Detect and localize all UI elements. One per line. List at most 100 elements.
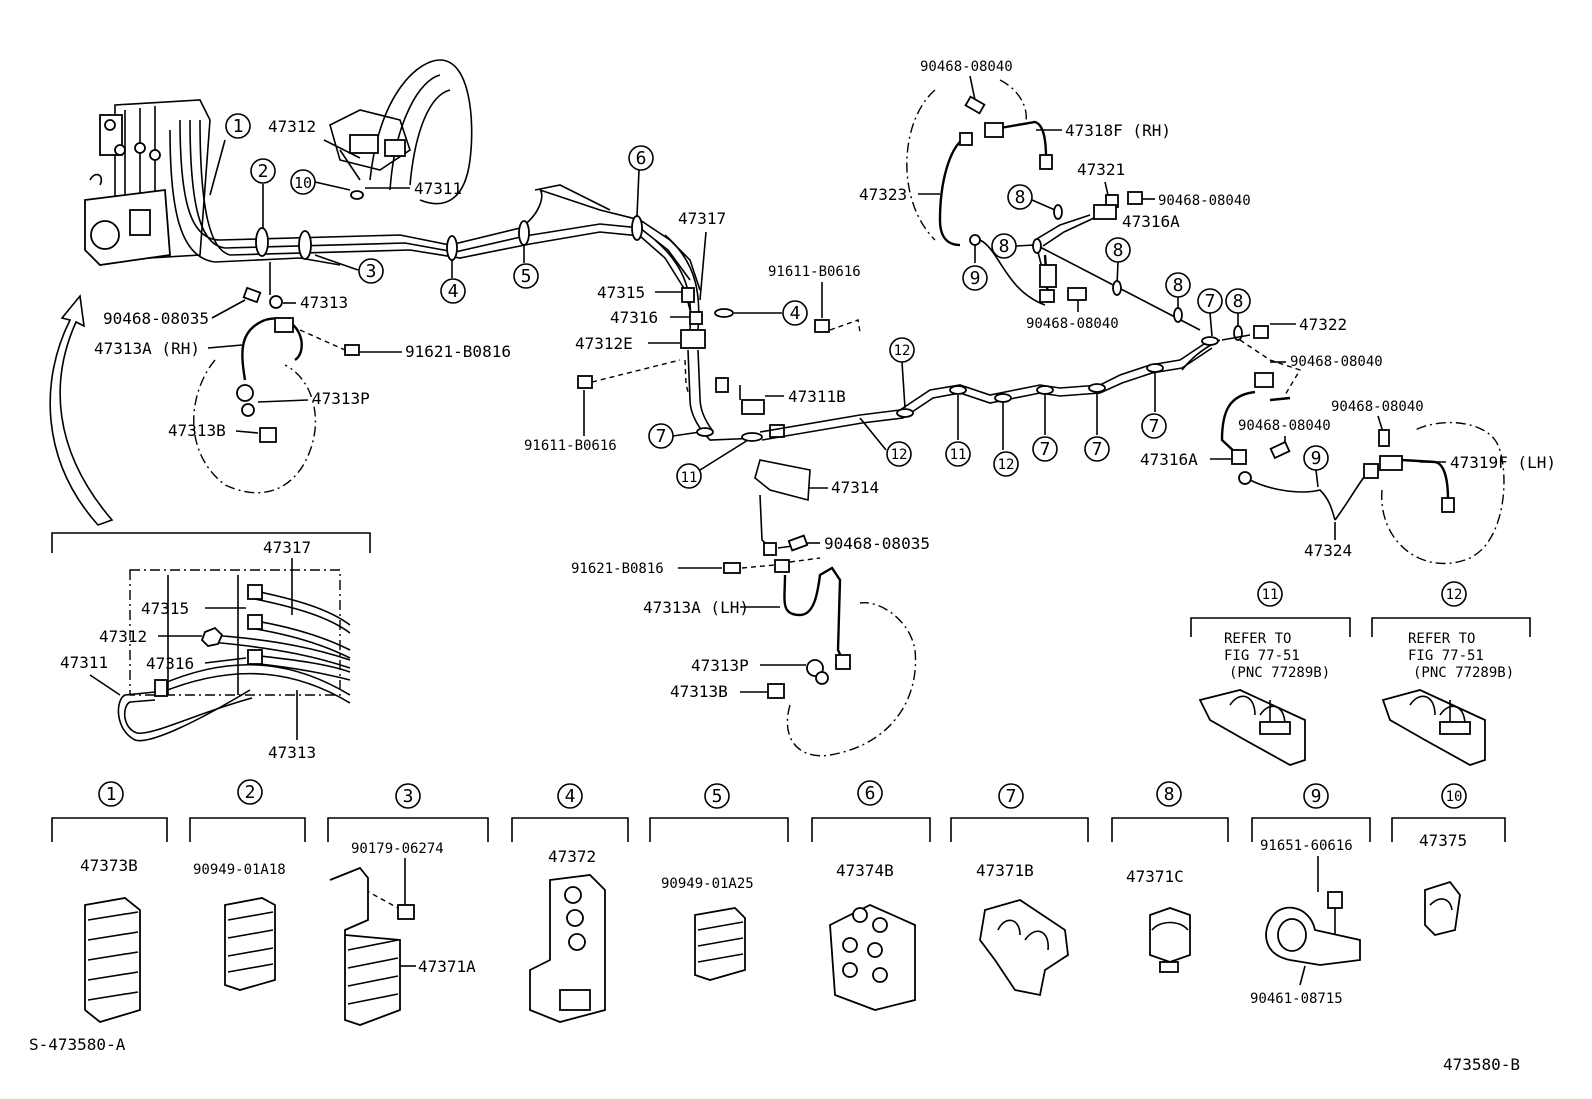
svg-text:90461-08715: 90461-08715 bbox=[1250, 991, 1343, 1007]
svg-text:90949-01A18: 90949-01A18 bbox=[193, 862, 286, 878]
svg-text:90468-08040: 90468-08040 bbox=[1238, 418, 1331, 434]
svg-text:6: 6 bbox=[636, 148, 647, 169]
refer-box-12: 12 REFER TO FIG 77-51 (PNC 77289B) bbox=[1371, 581, 1531, 766]
svg-text:FIG 77-51: FIG 77-51 bbox=[1224, 648, 1300, 664]
callout-12b: 12 bbox=[859, 417, 912, 467]
svg-text:90468-08035: 90468-08035 bbox=[824, 534, 930, 553]
callout-10: 10 bbox=[290, 169, 364, 200]
svg-text:90949-01A25: 90949-01A25 bbox=[661, 876, 754, 892]
svg-text:47322: 47322 bbox=[1299, 315, 1347, 334]
svg-text:47311B: 47311B bbox=[788, 387, 846, 406]
refer-box-11: 11 REFER TO FIG 77-51 (PNC 77289B) bbox=[1190, 581, 1351, 766]
svg-text:12: 12 bbox=[998, 457, 1015, 473]
diagram-code-right: 473580-B bbox=[1443, 1055, 1520, 1074]
svg-text:47313P: 47313P bbox=[312, 389, 370, 408]
svg-text:47371A: 47371A bbox=[418, 957, 476, 976]
svg-text:47312E: 47312E bbox=[575, 334, 633, 353]
svg-text:47324: 47324 bbox=[1304, 541, 1352, 560]
callout-4a: 4 bbox=[440, 235, 466, 304]
center-parts: 47317 47315 47316 4 91611-B0616 47312E 4… bbox=[524, 209, 930, 757]
legend-4: 4 47372 bbox=[511, 783, 629, 1023]
svg-text:9: 9 bbox=[1311, 448, 1322, 469]
svg-text:10: 10 bbox=[1446, 789, 1463, 805]
svg-text:2: 2 bbox=[245, 782, 256, 803]
svg-text:47315: 47315 bbox=[141, 599, 189, 618]
svg-text:(PNC 77289B): (PNC 77289B) bbox=[1413, 665, 1514, 681]
svg-text:90468-08035: 90468-08035 bbox=[103, 309, 209, 328]
svg-text:47373B: 47373B bbox=[80, 856, 138, 875]
svg-text:11: 11 bbox=[950, 447, 967, 463]
svg-text:47313A (RH): 47313A (RH) bbox=[94, 339, 200, 358]
svg-text:47314: 47314 bbox=[831, 478, 879, 497]
label-47311: 47311 bbox=[414, 179, 462, 198]
front-brake-tube-bundle bbox=[169, 119, 701, 311]
svg-text:3: 3 bbox=[403, 786, 414, 807]
svg-text:47318F (RH): 47318F (RH) bbox=[1065, 121, 1171, 140]
svg-text:47371C: 47371C bbox=[1126, 867, 1184, 886]
brake-booster-drawing bbox=[329, 59, 473, 205]
callout-5: 5 bbox=[513, 220, 539, 289]
svg-text:12: 12 bbox=[891, 447, 908, 463]
callout-3: 3 bbox=[298, 230, 384, 284]
svg-text:6: 6 bbox=[865, 783, 876, 804]
svg-text:47317: 47317 bbox=[263, 538, 311, 557]
svg-text:91621-B0816: 91621-B0816 bbox=[405, 342, 511, 361]
svg-text:47316: 47316 bbox=[146, 654, 194, 673]
callout-2: 2 bbox=[250, 158, 276, 257]
svg-text:8: 8 bbox=[1164, 784, 1175, 805]
svg-text:11: 11 bbox=[1262, 587, 1279, 603]
svg-text:REFER TO: REFER TO bbox=[1408, 631, 1475, 647]
svg-text:90468-08040: 90468-08040 bbox=[1290, 354, 1383, 370]
svg-text:47317: 47317 bbox=[678, 209, 726, 228]
svg-text:10: 10 bbox=[294, 174, 312, 192]
svg-text:47313B: 47313B bbox=[670, 682, 728, 701]
svg-text:FIG 77-51: FIG 77-51 bbox=[1408, 648, 1484, 664]
svg-text:11: 11 bbox=[681, 470, 698, 486]
svg-text:3: 3 bbox=[366, 261, 377, 282]
callout-7b: 7 bbox=[1084, 392, 1110, 462]
abs-actuator-drawing bbox=[84, 99, 211, 266]
svg-text:47374B: 47374B bbox=[836, 861, 894, 880]
svg-text:8: 8 bbox=[1113, 240, 1124, 261]
legend-3: 3 90179-06274 47371A bbox=[327, 783, 489, 1026]
svg-text:4: 4 bbox=[790, 303, 801, 324]
svg-text:47321: 47321 bbox=[1077, 160, 1125, 179]
svg-text:47371B: 47371B bbox=[976, 861, 1034, 880]
svg-text:90468-08040: 90468-08040 bbox=[1331, 399, 1424, 415]
svg-text:47312: 47312 bbox=[99, 627, 147, 646]
svg-text:2: 2 bbox=[258, 161, 269, 182]
svg-text:47375: 47375 bbox=[1419, 831, 1467, 850]
legend-6: 6 47374B bbox=[811, 780, 931, 1011]
svg-text:12: 12 bbox=[894, 343, 911, 359]
svg-text:9: 9 bbox=[1311, 786, 1322, 807]
svg-text:8: 8 bbox=[1173, 275, 1184, 296]
svg-text:91611-B0616: 91611-B0616 bbox=[768, 264, 861, 280]
legend-9: 9 91651-60616 90461-08715 bbox=[1250, 783, 1371, 1007]
svg-text:5: 5 bbox=[521, 266, 532, 287]
svg-text:9: 9 bbox=[970, 268, 981, 289]
svg-text:5: 5 bbox=[712, 786, 723, 807]
svg-text:REFER TO: REFER TO bbox=[1224, 631, 1291, 647]
svg-text:1: 1 bbox=[106, 784, 117, 805]
diagram-code-left: S-473580-A bbox=[29, 1035, 126, 1054]
label-47312: 47312 bbox=[268, 117, 316, 136]
callout-1: 1 bbox=[209, 113, 251, 196]
svg-text:7: 7 bbox=[1149, 416, 1160, 437]
callout-6: 6 bbox=[628, 145, 654, 241]
svg-text:8: 8 bbox=[999, 236, 1010, 257]
legend-10: 10 47375 bbox=[1391, 783, 1506, 936]
svg-text:47313A (LH): 47313A (LH) bbox=[643, 598, 749, 617]
svg-text:47313: 47313 bbox=[300, 293, 348, 312]
callout-11b: 11 bbox=[945, 395, 971, 467]
svg-text:47316A: 47316A bbox=[1140, 450, 1198, 469]
svg-text:7: 7 bbox=[1092, 439, 1103, 460]
inset-detail: 47317 47315 47312 47311 47316 47313 bbox=[51, 532, 371, 762]
svg-text:4: 4 bbox=[565, 786, 576, 807]
svg-text:47315: 47315 bbox=[597, 283, 645, 302]
svg-text:90179-06274: 90179-06274 bbox=[351, 841, 444, 857]
svg-text:91651-60616: 91651-60616 bbox=[1260, 838, 1353, 854]
svg-text:47323: 47323 bbox=[859, 185, 907, 204]
front-right-hose-group: 47313 90468-08035 47313A (RH) 91621-B081… bbox=[94, 262, 511, 494]
rear-right-group: 90468-08040 47318F (RH) 47323 9 47321 90… bbox=[859, 59, 1347, 341]
